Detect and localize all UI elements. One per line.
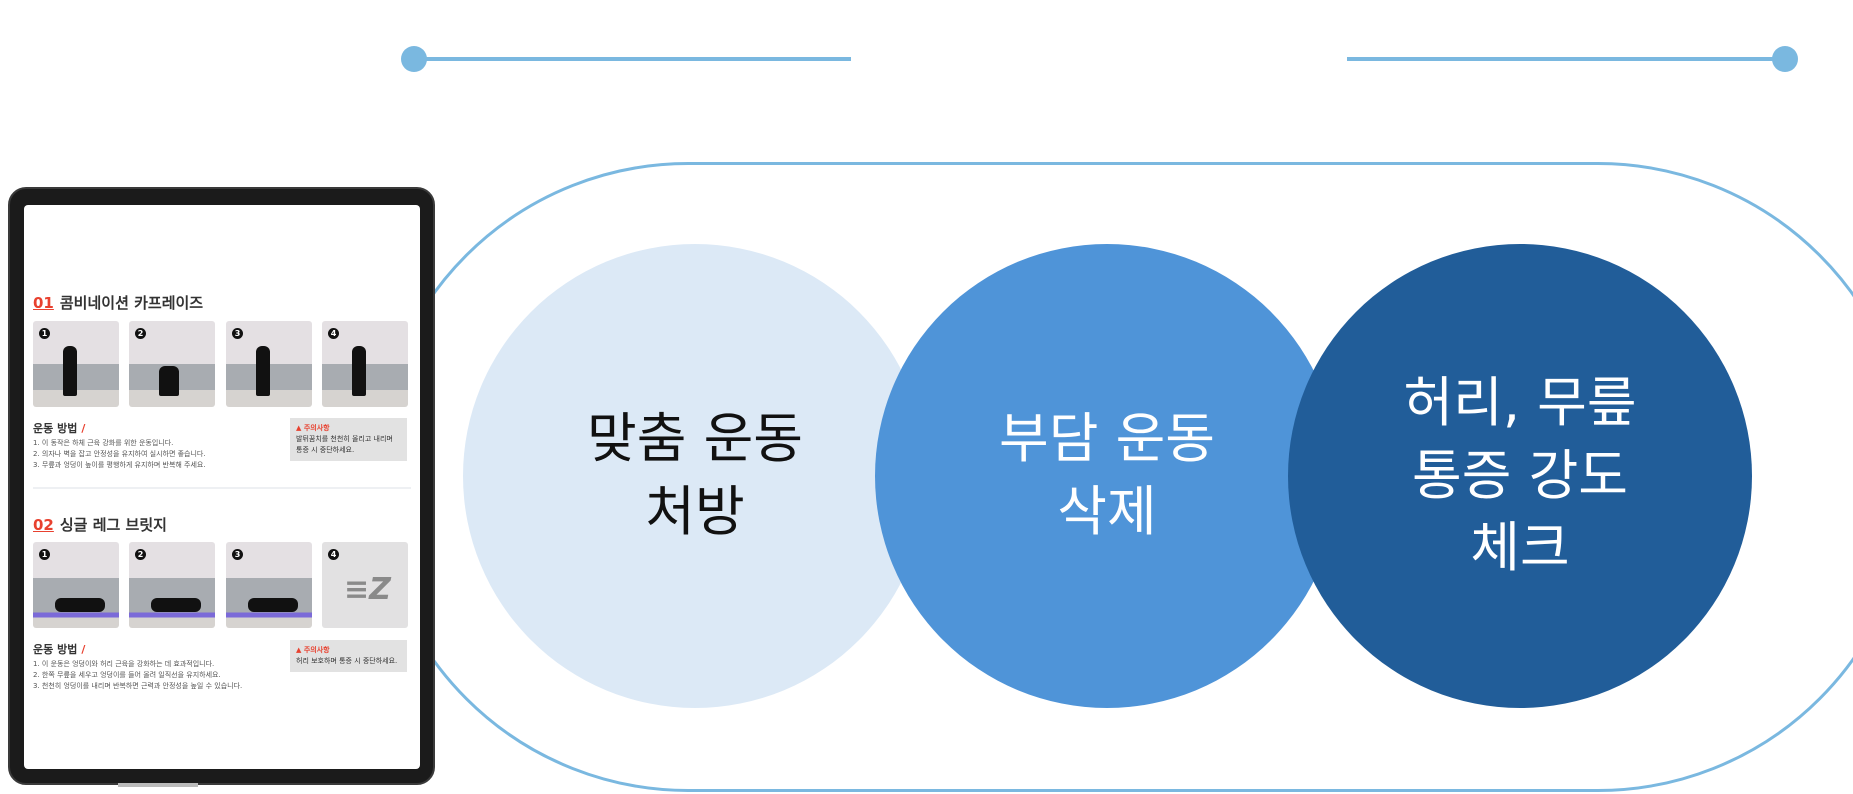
method-line: 1. 이 동작은 하체 근육 강화를 위한 운동입니다.	[33, 439, 174, 447]
exercise-photo: 3	[226, 321, 312, 407]
feature-circle-pain-check: 허리, 무릎 통증 강도 체크	[1288, 244, 1752, 708]
method-heading: 운동 방법/	[33, 641, 85, 657]
exercise-photo: 4	[322, 321, 408, 407]
tablet-stand	[118, 783, 198, 787]
method-line: 1. 이 운동은 엉덩이와 허리 근육을 강화하는 데 효과적입니다.	[33, 660, 215, 668]
exercise-photo-placeholder: 4 ≡Z	[322, 542, 408, 628]
person-figure	[159, 366, 179, 396]
exercise-photo: 2	[129, 321, 215, 407]
person-figure	[55, 598, 105, 612]
method-heading: 운동 방법/	[33, 420, 85, 436]
exercise-number: 01	[33, 294, 54, 312]
exercise-title: 02 싱글 레그 브릿지	[33, 515, 167, 535]
warning-icon: ▲	[296, 424, 304, 432]
person-figure	[63, 346, 77, 396]
exercise-number: 02	[33, 516, 54, 534]
step-badge: 1	[39, 549, 50, 560]
step-badge: 1	[39, 328, 50, 339]
timeline-dot-right	[1772, 46, 1798, 72]
caution-title: 주의사항	[303, 424, 330, 432]
step-badge: 4	[328, 549, 339, 560]
caution-text: 허리 보호하며 통증 시 중단하세요.	[296, 657, 398, 665]
step-badge: 3	[232, 328, 243, 339]
exercise-name: 콤비네이션 카프레이즈	[59, 294, 204, 312]
method-line: 3. 천천히 엉덩이를 내리며 반복하면 근력과 안정성을 높일 수 있습니다.	[33, 682, 243, 690]
method-title: 운동 방법	[33, 643, 78, 656]
timeline-line-right	[1347, 57, 1785, 61]
exercise-photo: 2	[129, 542, 215, 628]
step-badge: 2	[135, 328, 146, 339]
feature-circle-custom-prescription: 맞춤 운동 처방	[463, 244, 927, 708]
timeline-line-left	[414, 57, 851, 61]
step-badge: 2	[135, 549, 146, 560]
person-figure	[256, 346, 270, 396]
caution-title: 주의사항	[303, 646, 330, 654]
caution-text: 발뒤꿈치를 천천히 올리고 내리며 통증 시 중단하세요.	[296, 435, 393, 454]
person-figure	[248, 598, 298, 612]
step-badge: 4	[328, 328, 339, 339]
person-figure	[352, 346, 366, 396]
exercise-photo: 1	[33, 542, 119, 628]
method-line: 2. 의자나 벽을 잡고 안정성을 유지하여 실시하면 좋습니다.	[33, 450, 206, 458]
person-figure	[151, 598, 201, 612]
section-divider	[33, 487, 411, 489]
exercise-title: 01 콤비네이션 카프레이즈	[33, 293, 203, 313]
method-line: 3. 무릎과 엉덩이 높이를 평행하게 유지하며 반복해 주세요.	[33, 461, 206, 469]
logo-icon: ≡Z	[344, 572, 391, 607]
method-title: 운동 방법	[33, 422, 78, 435]
exercise-name: 싱글 레그 브릿지	[59, 516, 167, 534]
feature-circle-remove-burden: 부담 운동 삭제	[875, 244, 1339, 708]
method-line: 2. 한쪽 무릎을 세우고 엉덩이를 들어 올려 일직선을 유지하세요.	[33, 671, 221, 679]
exercise-photo: 1	[33, 321, 119, 407]
step-badge: 3	[232, 549, 243, 560]
exercise-photo: 3	[226, 542, 312, 628]
warning-icon: ▲	[296, 646, 304, 654]
slash-mark: /	[81, 643, 86, 656]
logo-text: Z	[369, 572, 391, 607]
slash-mark: /	[81, 422, 86, 435]
